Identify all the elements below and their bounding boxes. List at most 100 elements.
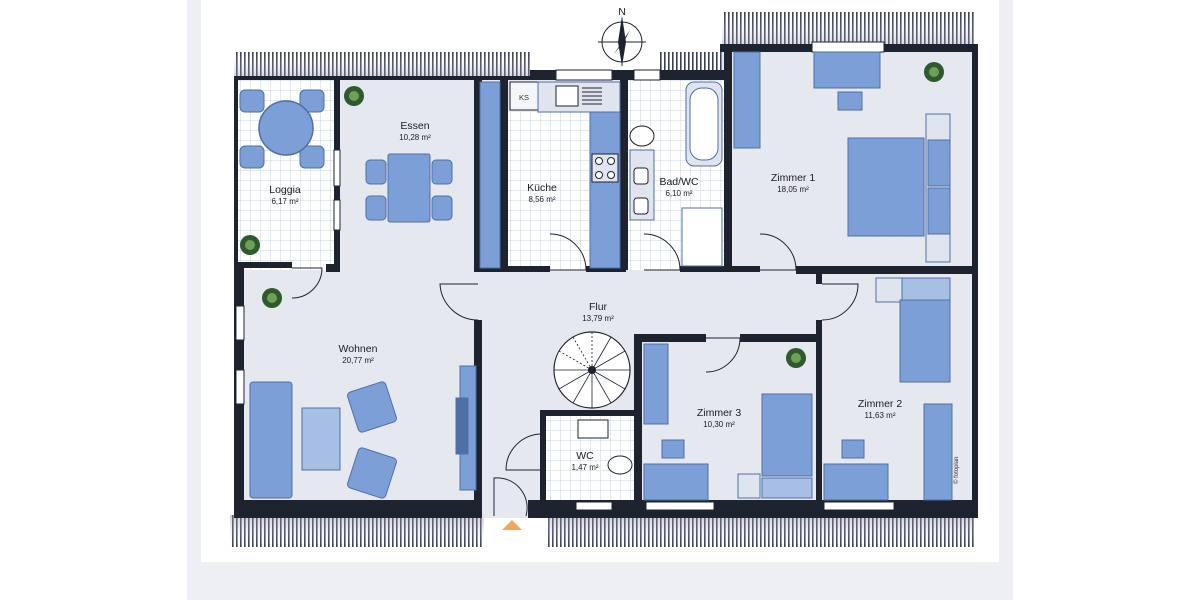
entrance-door-swing [493,477,528,517]
room-area-flur: 13,79 m² [582,314,614,323]
door-swing [821,283,859,321]
bed [899,299,951,383]
wall [634,334,642,506]
stove-burners [595,157,615,179]
wall [740,334,822,342]
washbasin-icon [633,167,649,185]
wall [586,266,626,272]
desk [643,463,709,501]
window [645,501,715,511]
window [555,69,613,81]
room-name-wc: WC [576,450,594,462]
door-swing [291,267,323,299]
zimmer2-furniture [823,277,953,501]
window [811,41,885,53]
wall [500,80,508,270]
wall [234,76,530,80]
chair [837,91,863,111]
room-area-wc: 1,47 m² [571,463,598,472]
wall [474,320,482,518]
washbasin-icon [577,419,609,439]
room-name-flur: Flur [589,301,608,313]
window [333,149,341,187]
room-area-essen: 10,28 m² [399,133,431,142]
stove-icon [591,153,619,183]
fridge-label: KS [519,93,529,102]
kitchen-furniture [509,81,621,269]
dining-table [387,153,431,223]
wall [244,500,480,518]
room-name-zimmer2: Zimmer 2 [858,398,902,410]
nightstand [737,473,761,499]
double-bed [847,137,925,237]
room-name-wohnen: Wohnen [339,343,378,355]
room-area-loggia: 6,17 m² [271,197,298,206]
wohnen-furniture [249,365,477,499]
coffee-table [301,407,341,471]
plants [240,62,944,368]
wall [796,266,978,274]
door-swing [643,233,681,271]
room-area-zimmer3: 10,30 m² [703,420,735,429]
washbasin-icon [633,197,649,215]
bathroom-furniture [629,81,723,267]
wall [238,262,292,268]
armchair [347,381,397,433]
room-area-zimmer2: 11,63 m² [865,411,896,420]
right-margin [1013,0,1200,600]
kitchen-counter [537,81,621,113]
floor-kueche-tiles [508,112,592,270]
room-area-wohnen: 20,77 m² [342,356,374,365]
room-name-bad: Bad/WC [659,176,699,188]
left-margin [0,0,187,600]
window [823,501,895,511]
door-swing [759,233,797,271]
pillow [927,187,951,235]
wall [816,320,822,506]
compass-label: N [618,6,626,18]
door-swing [549,233,587,271]
wall [234,76,238,266]
wall [530,70,724,80]
plant-icon [344,86,364,106]
window [235,369,245,405]
wall [634,334,706,342]
wardrobe [733,51,761,149]
watermark: © fotoplan [953,457,960,484]
desk [813,51,881,89]
desk [823,463,889,501]
wardrobe [923,403,953,501]
dish-rack [582,87,602,105]
railing-shade [230,515,484,547]
room-name-loggia: Loggia [269,184,301,196]
room-name-zimmer3: Zimmer 3 [697,407,741,419]
tv [455,397,469,455]
wall [474,266,550,272]
plant-icon [786,348,806,368]
pillow [901,277,951,301]
bed [761,393,813,477]
plant-icon [240,235,260,255]
plant-icon [924,62,944,82]
sofa [249,381,293,499]
wardrobe [643,343,669,425]
door-swing [505,433,543,471]
windows [235,41,895,511]
zimmer1-furniture [733,51,951,263]
wall [326,264,340,272]
compass-rose-icon [598,16,646,66]
door-swing [705,337,741,373]
wall [680,266,760,272]
door-swing [439,283,479,321]
wc-furniture [577,419,633,475]
pillow [927,139,951,187]
chair [661,439,685,459]
spiral-staircase [553,331,631,409]
doors [291,233,859,517]
room-labels: Loggia 6,17 m² Essen 10,28 m² Küche 8,56… [269,120,902,472]
sink-icon [555,85,579,107]
pillow [761,477,813,499]
room-area-kueche: 8,56 m² [528,195,555,204]
